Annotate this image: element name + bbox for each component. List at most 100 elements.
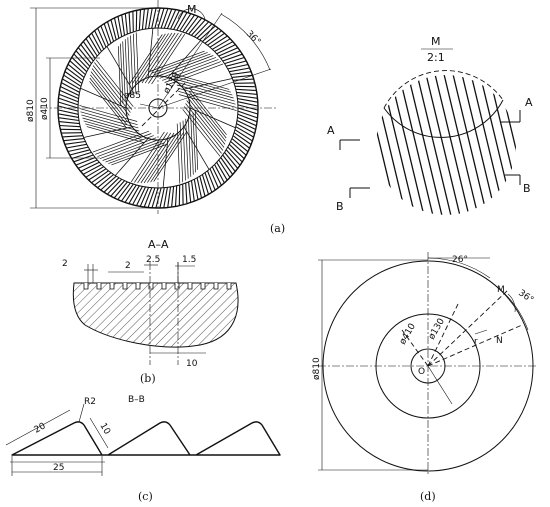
- rim-serration: [97, 174, 114, 189]
- groove-line: [153, 131, 188, 182]
- rim-serration: [211, 166, 222, 186]
- rim-serration: [230, 71, 252, 76]
- d-small-arc: [507, 293, 516, 313]
- groove-line: [148, 50, 205, 73]
- rim-serration: [218, 159, 231, 178]
- rim-serration: [75, 156, 96, 166]
- groove-line: [147, 132, 181, 183]
- groove-line: [105, 140, 162, 163]
- rim-serration: [121, 183, 134, 202]
- groove-line: [182, 120, 186, 181]
- rim-serration: [202, 27, 219, 42]
- rim-serration: [151, 7, 157, 29]
- rim-serration: [227, 146, 243, 163]
- groove-line: [134, 132, 168, 183]
- rim-serration: [69, 149, 90, 156]
- rim-serration: [110, 180, 125, 197]
- groove-line: [89, 77, 128, 126]
- rim-serration: [230, 141, 247, 156]
- rim-serration: [237, 116, 257, 127]
- rim-serration: [212, 38, 231, 50]
- rim-serration: [226, 60, 247, 67]
- rim-serration: [85, 38, 98, 57]
- rim-serration: [227, 63, 249, 70]
- rim-serration: [62, 78, 81, 90]
- rim-serration: [73, 154, 94, 163]
- rim-serration: [88, 35, 100, 54]
- groove-line: [177, 87, 236, 105]
- rim-serration: [80, 161, 100, 172]
- groove-line: [185, 103, 224, 151]
- rim-serration: [128, 12, 131, 33]
- rim-serration: [71, 56, 88, 73]
- rim-serration: [100, 175, 117, 191]
- detail-scale: 2:1: [427, 51, 445, 64]
- groove-line: [132, 33, 166, 84]
- slot: [96, 283, 102, 290]
- groove-line: [97, 135, 154, 157]
- rim-serration: [193, 179, 199, 200]
- detail-m-view: M 2:1 A A B B: [327, 35, 533, 215]
- rim-serration: [224, 56, 245, 65]
- d-label-m: M: [497, 285, 505, 295]
- slot: [187, 283, 193, 290]
- rim-serration: [113, 17, 120, 39]
- detail-boundary-bottom: [383, 99, 504, 138]
- rim-serration: [179, 13, 192, 32]
- groove-line: [186, 100, 225, 148]
- groove-line: [135, 33, 169, 84]
- d-mid-diameter: ø410: [398, 322, 418, 347]
- groove-line: [188, 87, 227, 135]
- rim-serration: [154, 7, 161, 29]
- rim-serration: [110, 19, 117, 40]
- rim-serration: [64, 71, 83, 84]
- rim-serration: [214, 164, 225, 184]
- rim-serration: [236, 120, 256, 130]
- panel-d-geometry: 26° 36° M N O r ø810 ø410 ø130: [312, 252, 538, 476]
- rim-serration: [229, 67, 250, 73]
- groove-line: [184, 106, 222, 154]
- rim-serration: [173, 11, 184, 30]
- outer-diameter-label: ø810: [26, 99, 36, 122]
- groove-line: [130, 35, 134, 96]
- rim-serration: [77, 159, 98, 169]
- groove-line: [89, 81, 128, 129]
- detail-groove: [469, 75, 507, 215]
- rim-serration: [196, 177, 203, 199]
- hub-dim-leader: [141, 79, 189, 127]
- rim-serration: [236, 123, 255, 134]
- panel-a-disc-view: ø810 ø410 ø130 ø85 36° M: [26, 0, 276, 214]
- rim-serration: [139, 187, 150, 207]
- groove-line: [91, 68, 130, 116]
- slot: [83, 283, 89, 290]
- rim-serration: [57, 109, 79, 115]
- slot: [109, 283, 115, 290]
- slot: [122, 283, 128, 290]
- rim-serration: [235, 88, 257, 92]
- rim-serration: [157, 8, 165, 29]
- groove-line: [148, 33, 182, 84]
- rim-serration: [128, 185, 140, 204]
- rim-serration: [222, 53, 243, 62]
- groove-line: [80, 111, 139, 129]
- rim-serration: [237, 101, 259, 107]
- rim-serration: [75, 50, 91, 67]
- groove-line: [182, 109, 221, 157]
- section-outline: [72, 282, 239, 348]
- rim-serration: [199, 176, 206, 197]
- rim-serration: [59, 89, 79, 100]
- groove-line: [94, 62, 132, 110]
- rim-serration: [174, 185, 178, 207]
- rim-serration: [201, 174, 210, 195]
- d-label-o: O: [418, 367, 425, 377]
- groove-line: [102, 139, 160, 161]
- groove-line: [159, 57, 217, 79]
- rim-serration: [71, 151, 92, 160]
- slot: [213, 283, 219, 290]
- groove-line: [164, 61, 222, 83]
- detail-groove: [424, 75, 462, 215]
- mid-diameter-label: ø410: [40, 97, 50, 120]
- rim-serration: [191, 19, 206, 36]
- groove-line: [90, 74, 128, 123]
- groove-line: [179, 122, 184, 183]
